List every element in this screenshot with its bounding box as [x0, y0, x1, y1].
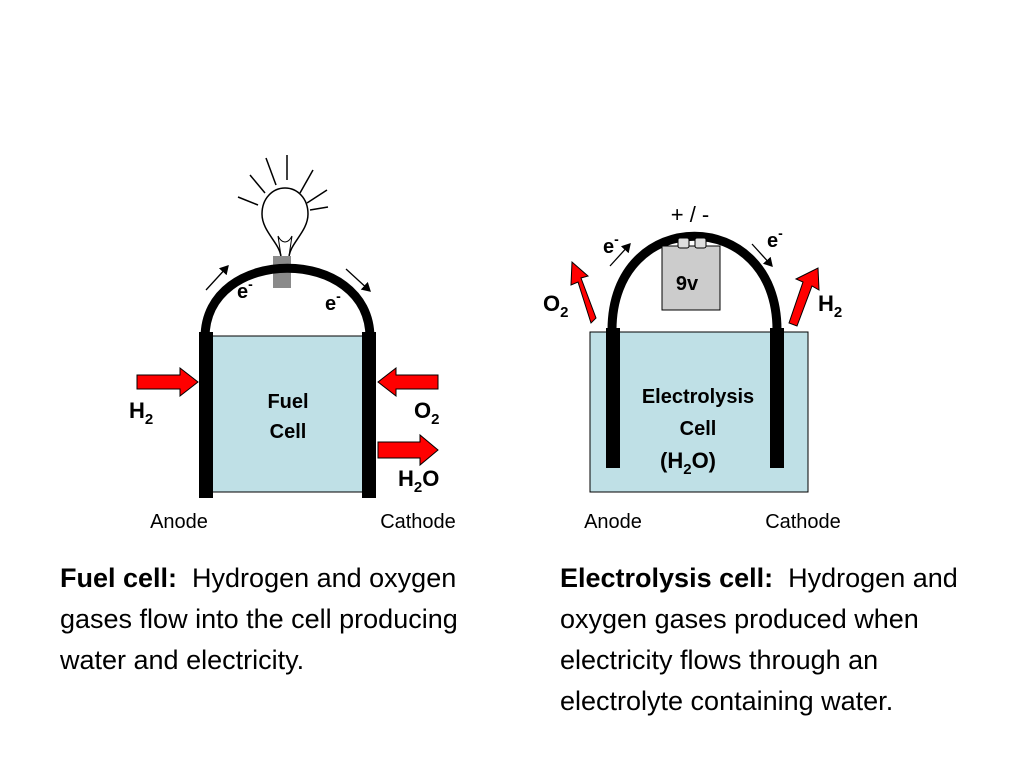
h2o-o: O: [422, 466, 439, 491]
battery-icon: [661, 237, 721, 311]
svg-text:H2: H2: [129, 398, 153, 428]
electron-charge: -: [336, 288, 341, 304]
external-wire: [200, 263, 375, 339]
o2-label: O: [543, 291, 560, 316]
electrolysis-cell-diagram: 9v + / - e- e- O2 H2 Electrolysis Cell (…: [543, 202, 842, 533]
electron-flow-arrow-right: [345, 268, 371, 292]
electrolysis-cell-caption: Electrolysis cell: Hydrogen and oxygen g…: [560, 558, 1005, 722]
svg-text:O2: O2: [543, 291, 568, 321]
h2-input-arrow: [136, 366, 199, 398]
electrolysis-cell-caption-title: Electrolysis cell:: [560, 563, 774, 593]
svg-text:H2O: H2O: [398, 466, 439, 496]
electron-label: e: [767, 230, 778, 252]
electron-label: e: [237, 281, 248, 303]
h2-label: H: [818, 291, 834, 316]
electron-charge: -: [614, 231, 619, 247]
light-rays-icon: [237, 155, 329, 211]
electrolysis-cell-caption-text: Hydrogen and oxygen gases produced when …: [560, 563, 958, 716]
h2o-output-arrow: [377, 433, 439, 467]
external-wire: [607, 231, 782, 331]
fuel-cell-title-line1: Fuel: [267, 391, 308, 413]
battery-label: 9v: [676, 273, 699, 295]
electrolysis-cell-title-line2: Cell: [680, 418, 717, 440]
svg-text:e-: e-: [603, 231, 619, 258]
electron-flow-arrow-left: [609, 243, 631, 267]
electrolysis-cell-title-line1: Electrolysis: [642, 386, 754, 408]
fuel-cell-caption: Fuel cell: Hydrogen and oxygen gases flo…: [60, 558, 470, 681]
svg-text:O2: O2: [414, 398, 439, 428]
electron-flow-arrow-left: [205, 265, 229, 291]
svg-text:e-: e-: [767, 225, 783, 252]
electron-label: e: [325, 293, 336, 315]
electron-flow-arrow-right: [751, 243, 773, 267]
svg-text:e-: e-: [325, 288, 341, 315]
electrolyte-formula-subscript: 2: [683, 461, 691, 478]
fuel-cell-cathode-label: Cathode: [380, 511, 456, 533]
svg-text:H2: H2: [818, 291, 842, 321]
h2o-h: H: [398, 466, 414, 491]
fuel-cell-anode-label: Anode: [150, 511, 208, 533]
electrolysis-anode-electrode: [606, 328, 620, 468]
h2o-subscript: 2: [414, 479, 422, 496]
h2-subscript: 2: [145, 411, 153, 428]
fuel-cell-cathode-electrode: [362, 332, 376, 498]
electrolyte-formula-close: O): [692, 448, 716, 473]
fuel-cell-title-line2: Cell: [270, 421, 307, 443]
battery-polarity: + / -: [671, 202, 710, 227]
electron-charge: -: [248, 276, 253, 292]
h2-subscript: 2: [834, 304, 842, 321]
fuel-cell-caption-title: Fuel cell:: [60, 563, 178, 593]
fuel-cell-anode-electrode: [199, 332, 213, 498]
fuel-cell-electrolyte: [211, 335, 365, 493]
electrolyte-formula-open: (H: [660, 448, 683, 473]
electron-charge: -: [778, 225, 783, 241]
o2-subscript: 2: [431, 411, 439, 428]
o2-input-arrow: [377, 366, 439, 398]
fuel-cell-diagram: e- e- Fuel Cell H2 O2 H2O Anode Cathode: [129, 155, 456, 533]
o2-output-arrow: [570, 260, 597, 324]
svg-text:e-: e-: [237, 276, 253, 303]
electrolysis-anode-label: Anode: [584, 511, 642, 533]
electrolysis-cathode-electrode: [770, 328, 784, 468]
h2-label: H: [129, 398, 145, 423]
electron-label: e: [603, 236, 614, 258]
electrolysis-cathode-label: Cathode: [765, 511, 841, 533]
svg-text:(H2O): (H2O): [660, 448, 716, 478]
fuel-cell-caption-text: Hydrogen and oxygen gases flow into the …: [60, 563, 458, 675]
o2-subscript: 2: [560, 304, 568, 321]
h2-output-arrow: [788, 267, 820, 327]
o2-label: O: [414, 398, 431, 423]
